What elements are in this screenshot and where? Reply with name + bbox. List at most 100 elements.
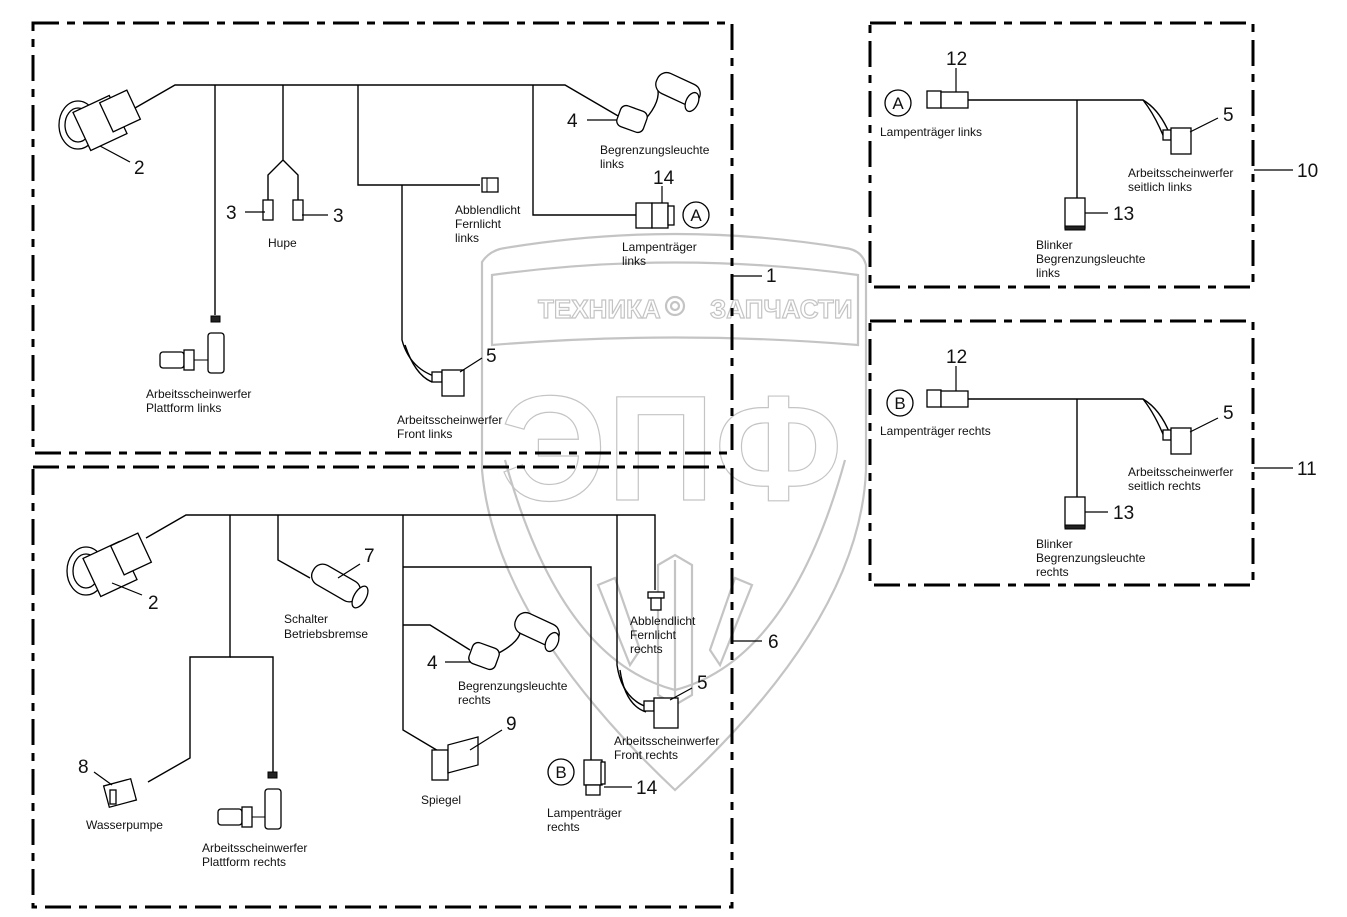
marker-lamp-connector-icon [616,71,701,134]
part-label: Arbeitsscheinwerfer [1128,166,1233,180]
watermark-bottom-arc [503,459,847,692]
part-label: Lampenträger [622,240,697,254]
callout-number: 1 [766,266,777,287]
reference-marker-label: B [555,763,566,782]
marker-lamp-connector-icon [468,611,560,671]
dashed-boundary [868,21,1255,289]
wire-harness [145,514,656,783]
part-label: links [622,254,646,268]
part-number: 4 [427,653,438,674]
part-label: Begrenzungsleuchte [1036,551,1146,565]
part-label: Abblendlicht [455,203,521,217]
work-light-plattform-icon [217,771,282,830]
blinker-connector-icon [1064,197,1086,231]
part-label: rechts [458,693,491,707]
watermark-text-left: ТЕХНИКА [538,294,661,324]
harness-box-1: 1 2 3 3 Hupe [31,21,777,455]
work-light-connector-icon [643,697,679,729]
part-number: 3 [226,203,237,224]
part-label: Abblendlicht [630,614,696,628]
part-label: Begrenzungsleuchte [600,143,710,157]
work-light-connector-icon [431,369,465,397]
dashed-boundary [868,319,1255,587]
dashed-boundary [31,21,734,455]
part-number: 14 [653,168,675,189]
reference-marker [884,89,912,117]
part-label: links [455,231,479,245]
part-label: rechts [630,642,663,656]
part-number: 2 [148,593,159,614]
part-label: Betriebsbremse [284,627,368,641]
part-label: Blinker [1036,537,1073,551]
part-label: Arbeitsscheinwerfer [202,841,307,855]
reference-marker-label: A [690,206,702,225]
work-light-plattform-icon [159,315,225,374]
brake-switch-connector-icon [310,563,369,609]
part-number: 5 [1223,403,1234,424]
part-label: Arbeitsscheinwerfer [146,387,251,401]
watermark-banner [490,261,860,347]
part-label: Arbeitsscheinwerfer [397,413,502,427]
part-number: 12 [946,347,967,368]
watermark-wheat-ear-left [596,576,642,668]
part-number: 4 [567,111,578,132]
work-light-connector-icon [1162,127,1192,155]
part-label: Spiegel [421,793,461,807]
reference-marker [886,389,914,417]
part-number: 12 [946,49,967,70]
headlight-plug-icon [481,177,499,193]
part-label: links [600,157,624,171]
callout-number: 11 [1297,459,1317,480]
part-number: 3 [333,206,344,227]
harness-box-6: 6 2 7 Schalter Betr [31,465,779,909]
part-number: 13 [1113,503,1134,524]
part-label: seitlich rechts [1128,479,1201,493]
round-connector-icon [66,532,153,598]
part-label: Wasserpumpe [86,818,163,832]
part-label: links [1036,266,1060,280]
part-label: Hupe [268,236,297,250]
part-label: seitlich links [1128,180,1192,194]
watermark-wheat-ear-center [656,553,694,707]
part-number: 13 [1113,204,1134,225]
harness-box-10: 10 A 12 Lampenträger links 5 Arbeitssche… [868,21,1318,289]
part-label: rechts [547,820,580,834]
reference-marker [682,201,710,229]
callout-number: 6 [768,632,779,653]
blinker-connector-icon [1064,496,1086,530]
part-number: 5 [1223,105,1234,126]
horn-terminal-icon [262,199,304,221]
watermark-shield-outline [480,232,868,792]
reference-marker-label: A [892,94,904,113]
watermark-big-text: ЭПФ [500,364,843,532]
part-label: Fernlicht [630,628,677,642]
part-label: Arbeitsscheinwerfer [614,734,719,748]
part-label: Schalter [284,612,328,626]
callout-number: 10 [1297,161,1318,182]
part-number: 2 [134,158,145,179]
part-label: rechts [1036,565,1069,579]
part-label: Front rechts [614,748,678,762]
part-label: Begrenzungsleuchte [1036,252,1146,266]
part-number: 14 [636,778,658,799]
reference-marker-label: B [894,394,905,413]
lamp-carrier-connector-icon [583,759,606,796]
gear-icon [664,295,686,317]
part-label: Lampenträger [547,806,622,820]
headlight-plug-icon [647,591,665,611]
round-connector-icon [58,89,142,152]
part-label: Blinker [1036,238,1073,252]
part-number: 8 [78,757,89,778]
reference-marker [547,758,575,786]
part-number: 7 [364,546,375,567]
part-label: Plattform rechts [202,855,286,869]
harness-box-11: 11 B 12 Lampenträger rechts 5 Arbeitssch… [868,319,1317,587]
work-light-connector-icon [1162,427,1192,455]
part-label: Lampenträger links [880,125,982,139]
lamp-carrier-connector-icon [926,389,969,408]
dashed-boundary [31,465,734,909]
part-number: 5 [486,346,497,367]
lamp-carrier-connector-icon [635,202,675,229]
part-number: 9 [506,714,517,735]
